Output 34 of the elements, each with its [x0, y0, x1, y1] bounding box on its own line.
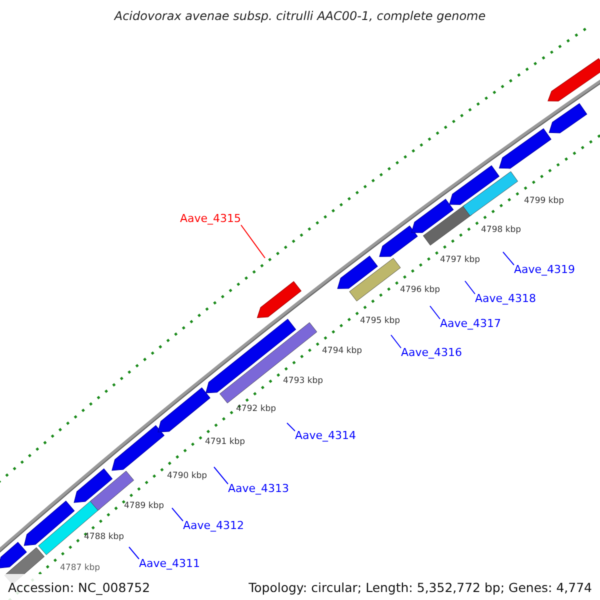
position-label: 4797 kbp	[440, 255, 480, 265]
gene-label: Aave_4311	[139, 557, 200, 570]
position-label: 4788 kbp	[84, 532, 124, 542]
leader-line	[464, 280, 476, 294]
position-label: 4792 kbp	[236, 404, 276, 414]
position-label: 4794 kbp	[322, 346, 362, 356]
position-label: 4789 kbp	[124, 501, 164, 511]
gene-label: Aave_4318	[475, 292, 536, 305]
gene-label: Aave_4316	[401, 346, 462, 359]
genome-info-text: Topology: circular; Length: 5,352,772 bp; Genes: 4,774	[248, 580, 592, 594]
gene-label: Aave_4314	[295, 429, 356, 442]
position-label: 4795 kbp	[360, 316, 400, 326]
position-label: 4796 kbp	[400, 285, 440, 295]
gene-label: Aave_4319	[514, 263, 576, 276]
position-label: 4791 kbp	[205, 437, 246, 447]
position-label: 4799 kbp	[524, 196, 564, 206]
leader-line	[172, 508, 184, 522]
position-label: 4793 kbp	[283, 376, 324, 386]
leader-line	[390, 334, 402, 348]
leader-line	[240, 224, 266, 258]
gene-label: Aave_4313	[228, 482, 290, 495]
leader-line	[214, 466, 228, 484]
leader-line	[502, 252, 514, 266]
chart-title: Acidovorax avenae subsp. citrulli AAC00-1, complete genome	[112, 9, 487, 23]
gene-label: Aave_4312	[183, 519, 244, 532]
genome-info-text: Accession: NC_008752	[8, 580, 150, 594]
leader-line	[128, 546, 140, 560]
gene-label: Aave_4315	[180, 212, 242, 225]
leader-line	[286, 422, 296, 432]
position-label: 4787 kbp	[60, 563, 100, 573]
gene-label: Aave_4317	[440, 317, 502, 330]
leader-line	[430, 306, 440, 320]
position-label: 4798 kbp	[481, 225, 522, 235]
position-label: 4790 kbp	[167, 471, 208, 481]
